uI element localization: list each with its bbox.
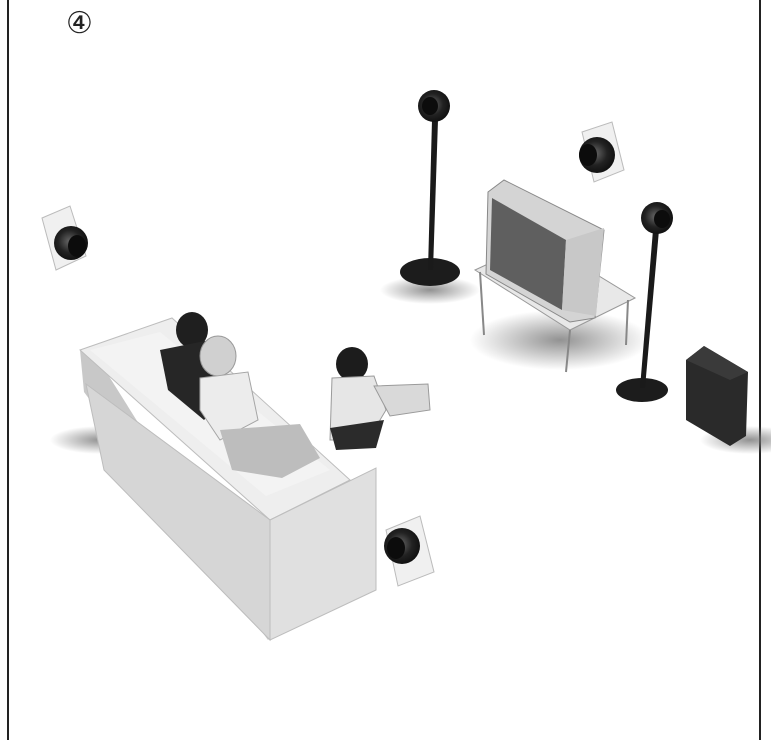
surround-right-speaker-icon	[384, 516, 434, 586]
surround-left-speaker-icon	[42, 206, 88, 270]
surround-back-speaker-icon	[579, 122, 624, 182]
subwoofer-icon	[686, 346, 748, 446]
front-left-speaker-icon	[400, 90, 460, 286]
person-child-icon	[330, 347, 430, 450]
